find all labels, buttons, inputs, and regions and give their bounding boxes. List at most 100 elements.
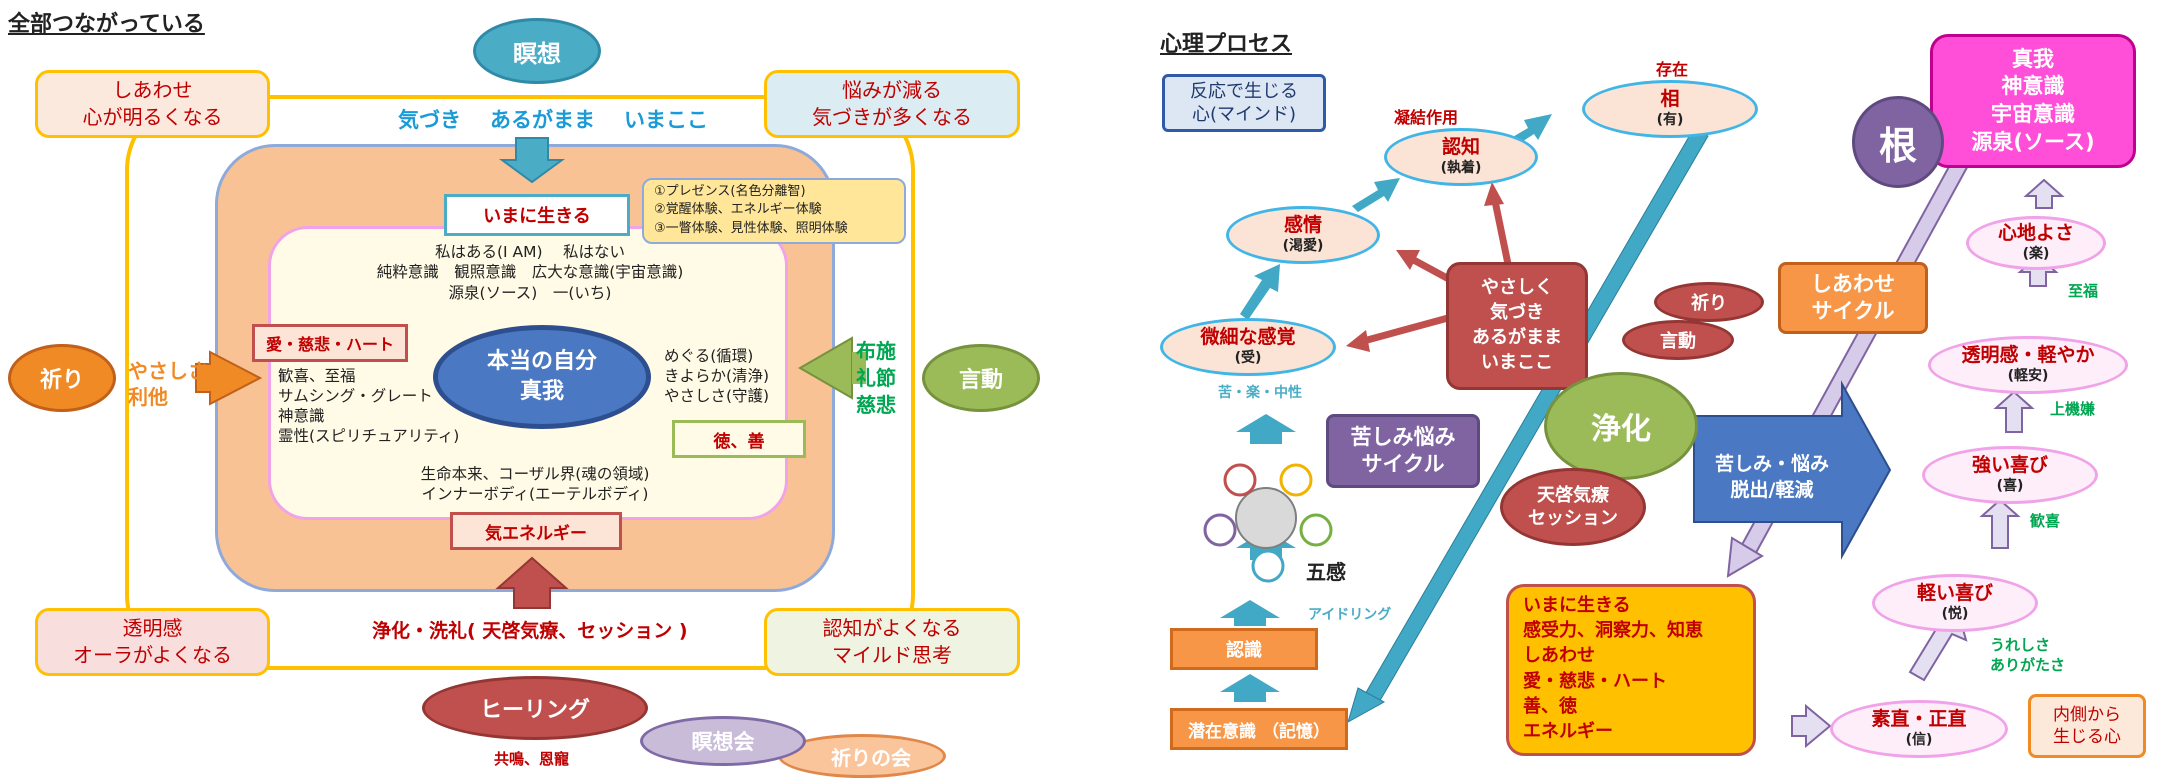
inside-line1: 内側から: [2053, 704, 2121, 725]
clarity-oval: 透明感・軽やか (軽安): [1928, 336, 2128, 394]
inner-left-text: 歓喜、至福 サムシング・グレート 神意識 霊性(スピリチュアリティ): [278, 366, 459, 447]
inner-bottom-line1: 生命本来、コーザル界(魂の領域): [420, 465, 650, 483]
left-arrow-tail: [852, 352, 866, 384]
comfort-main: 心地よさ: [1997, 222, 2074, 245]
red-line-left: [1359, 314, 1449, 346]
light-joy-main: 軽い喜び: [1916, 582, 1993, 605]
note-line1: ①プレゼンス(名色分離智): [654, 184, 806, 199]
words-oval: 言動: [922, 344, 1040, 412]
inner-bottom-line2: インナーボディ(エーテルボディ): [421, 485, 649, 504]
condensation-label: 凝結作用: [1394, 108, 1459, 127]
up-arrow-2: [1220, 600, 1280, 626]
as-it-is-word: あるがまま: [490, 108, 595, 132]
center-box: やさしく 気づき あるがまま いまここ: [1446, 262, 1588, 390]
bliss-label: 至福: [2068, 282, 2099, 300]
inner-top-line1: 私はある(I AM) 私はない: [435, 243, 625, 261]
worries-line2: 気づきが多くなる: [812, 105, 972, 129]
aspect-sub: (有): [1656, 112, 1684, 129]
inner-top-text: 私はある(I AM) 私はない 純粋意識 観照意識 広大な意識(宇宙意識) 源泉…: [300, 242, 760, 303]
qualities-line4: 愛・慈悲・ハート: [1523, 670, 1667, 692]
teal-diagonal-head: [1347, 687, 1386, 724]
center-line1: やさしく: [1481, 277, 1553, 299]
kindness-text: やさしさ 利他: [128, 358, 208, 410]
inner-right-line2: きよらか(清浄): [664, 367, 770, 386]
giving-line3: 慈悲: [856, 393, 896, 417]
existence-label: 存在: [1656, 60, 1689, 79]
up-arrow-1: [1220, 674, 1280, 702]
gratitude-text: うれしさ ありがたさ: [1990, 636, 2065, 675]
inner-left-line1: 歓喜、至福: [278, 367, 356, 385]
escape-line2: 脱出/軽減: [1730, 478, 1814, 501]
note-line2: ②覚醒体験、エネルギー体験: [654, 202, 822, 218]
suffering-cycle-line2: サイクル: [1361, 452, 1445, 476]
inner-top-line3: 源泉(ソース) 一(いち): [448, 283, 612, 302]
left-title: 全部つながっている: [8, 12, 205, 37]
right-true-self-line4: 源泉(ソース): [1971, 129, 2095, 154]
true-self-line2: 真我: [519, 379, 564, 404]
aspect-main: 相: [1660, 88, 1680, 111]
qualities-line3: しあわせ: [1523, 645, 1595, 667]
worries-line1: 悩みが減る: [842, 78, 942, 102]
five-senses-label: 五感: [1306, 560, 1346, 584]
escape-line1: 苦しみ・悩み: [1714, 453, 1829, 475]
mind-box: 反応で生じる 心(マインド): [1162, 74, 1326, 132]
ladder-arrow-6: [1791, 703, 1832, 749]
ladder-arrow-4: [1979, 498, 2021, 549]
down-arrow: [498, 137, 566, 184]
inner-top-line2: 純粋意識 観照意識 広大な意識(宇宙意識): [376, 263, 684, 282]
transparency-box: 透明感 オーラがよくなる: [35, 608, 270, 676]
comfort-oval: 心地よさ (楽): [1966, 216, 2106, 270]
resonance-text: 共鳴、恩寵: [494, 750, 570, 768]
red-head-upleft: [1396, 250, 1420, 270]
qualities-box: いまに生きる 感受力、洞察力、知恵 しあわせ 愛・慈悲・ハート 善、徳 エネルギ…: [1506, 584, 1756, 756]
inner-left-line3: 神意識: [278, 407, 325, 426]
right-arrow: [195, 350, 263, 406]
prayer-oval: 祈り: [8, 344, 116, 412]
suffering-cycle-box: 苦しみ悩み サイクル: [1326, 414, 1480, 488]
emotion-oval: 感情 (渇愛): [1226, 206, 1380, 264]
recognition-box: 認識: [1170, 628, 1318, 670]
suffering-cycle-line1: 苦しみ悩み: [1350, 424, 1456, 449]
cognition-sub: (執着): [1440, 160, 1482, 177]
giving-text: 布施 礼節 慈悲: [856, 338, 896, 419]
five-senses-icons: [1203, 463, 1333, 583]
prayer-meeting-oval: 祈りの会: [778, 734, 946, 778]
ki-energy-box: 気エネルギー: [450, 512, 622, 550]
gratitude-line1: うれしさ: [1990, 636, 2051, 654]
mouth-icon: [1251, 549, 1285, 583]
awareness-word: 気づき: [398, 108, 461, 132]
mind-line1: 反応で生じる: [1190, 80, 1298, 102]
transparency-line1: 透明感: [122, 616, 183, 640]
idling-label: アイドリング: [1308, 607, 1392, 623]
honest-main: 素直・正直: [1871, 708, 1967, 731]
gratitude-line2: ありがたさ: [1990, 655, 2066, 674]
escape-text: 苦しみ・悩み 脱出/軽減: [1698, 452, 1846, 503]
mind-line2: 心(マインド): [1191, 104, 1297, 125]
inner-left-line4: 霊性(スピリチュアリティ): [278, 427, 460, 446]
up-arrow: [495, 556, 569, 609]
light-joy-oval: 軽い喜び (悦): [1872, 574, 2038, 632]
strong-joy-sub: (喜): [1996, 478, 2024, 495]
cognition-box: 認知がよくなる マイルド思考: [764, 608, 1020, 676]
inner-right-line1: めぐる(循環): [664, 347, 754, 365]
clarity-sub: (軽安): [2007, 368, 2049, 385]
cognition-oval: 認知 (執着): [1384, 128, 1538, 186]
tenkei-oval: 天啓気療 セッション: [1500, 468, 1646, 546]
right-true-self-line3: 宇宙意識: [1991, 102, 2075, 126]
left-arrows: [195, 137, 866, 609]
happiness-line1: しあわせ: [112, 78, 193, 102]
live-now-box: いまに生きる: [444, 194, 630, 236]
prayer-small-oval: 祈り: [1654, 282, 1764, 322]
giving-line1: 布施: [856, 339, 896, 363]
virtue-box: 徳、善: [672, 420, 806, 458]
true-self-line1: 本当の自分: [486, 349, 597, 375]
strong-joy-oval: 強い喜び (喜): [1922, 446, 2098, 504]
cognition-line2: マイルド思考: [832, 643, 952, 667]
ladder-arrow-1: [2023, 178, 2065, 209]
comfort-sub: (楽): [2022, 246, 2050, 263]
tenkei-line2: セッション: [1528, 508, 1618, 529]
note-box: ①プレゼンス(名色分離智) ②覚醒体験、エネルギー体験 ③一瞥体験、見性体験、照…: [642, 178, 906, 244]
purify-oval: 浄化: [1544, 372, 1698, 480]
right-title: 心理プロセス: [1160, 32, 1293, 57]
